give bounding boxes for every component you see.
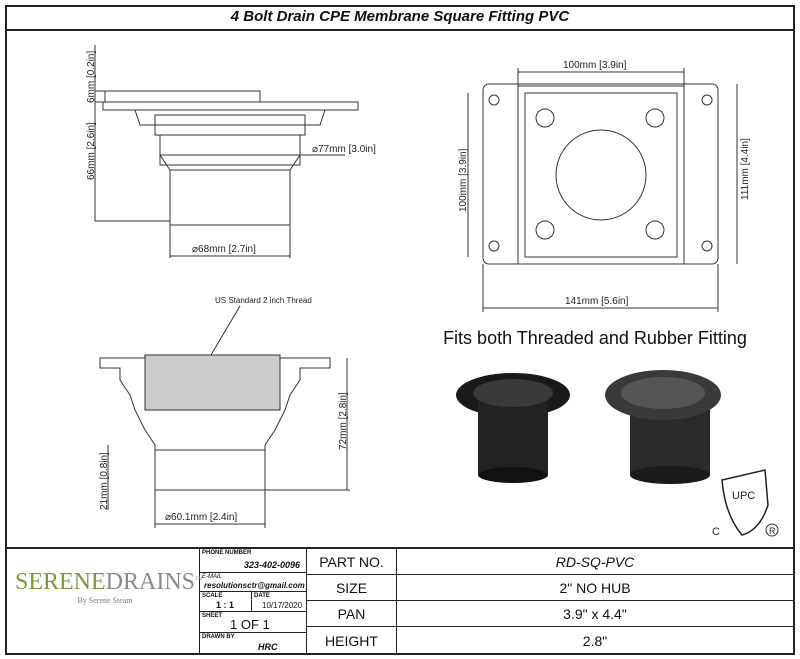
section-view: US Standard 2 inch Thread 72mm [2.8in] 2… bbox=[99, 296, 350, 528]
value-part-no: RD-SQ-PVC bbox=[397, 549, 793, 575]
dim-6mm: 6mm [0.2in] bbox=[86, 51, 97, 103]
fits-caption: Fits both Threaded and Rubber Fitting bbox=[443, 328, 747, 348]
dim-72mm: 72mm [2.8in] bbox=[338, 392, 349, 450]
dim-100mm-height: 100mm [3.9in] bbox=[458, 148, 469, 212]
rubber-fitting-image bbox=[605, 370, 721, 484]
drawing-frame bbox=[5, 5, 795, 655]
dim-21mm: 21mm [0.8in] bbox=[99, 452, 110, 510]
svg-text:UPC: UPC bbox=[732, 490, 755, 502]
plan-view: 100mm [3.9in] 100mm [3.9in] 111mm [4.4in… bbox=[458, 60, 751, 312]
side-view: 6mm [0.2in] 66mm [2.6in] ⌀77mm [3.0in] ⌀… bbox=[86, 45, 376, 258]
dim-66mm: 66mm [2.6in] bbox=[86, 122, 97, 180]
value-pan: 3.9" x 4.4" bbox=[397, 601, 793, 627]
label-size: SIZE bbox=[307, 575, 397, 601]
upc-certification-logo: UPC C R bbox=[712, 469, 779, 538]
dim-77mm: ⌀77mm [3.0in] bbox=[312, 144, 376, 155]
svg-text:C: C bbox=[712, 526, 720, 538]
title-block: SERENEDRAINSTM By Serene Steam PHONE NUM… bbox=[5, 547, 795, 655]
serene-drains-logo: SERENEDRAINSTM By Serene Steam bbox=[15, 569, 203, 605]
logo-cell: SERENEDRAINSTM By Serene Steam bbox=[5, 549, 203, 655]
label-height: HEIGHT bbox=[307, 627, 397, 655]
label-part-no: PART NO. bbox=[307, 549, 397, 575]
label-pan: PAN bbox=[307, 601, 397, 627]
dim-111mm: 111mm [4.4in] bbox=[740, 138, 751, 200]
thread-note: US Standard 2 inch Thread bbox=[215, 296, 312, 305]
dim-141mm: 141mm [5.6in] bbox=[565, 296, 629, 307]
svg-text:R: R bbox=[769, 526, 776, 536]
dim-60mm: ⌀60.1mm [2.4in] bbox=[165, 512, 237, 523]
dim-68mm: ⌀68mm [2.7in] bbox=[192, 244, 256, 255]
value-height: 2.8" bbox=[582, 633, 608, 649]
value-size: 2" NO HUB bbox=[397, 575, 793, 601]
drawing-title: 4 Bolt Drain CPE Membrane Square Fitting… bbox=[5, 5, 795, 31]
threaded-fitting-image bbox=[456, 373, 570, 483]
dim-100mm-width: 100mm [3.9in] bbox=[563, 60, 627, 71]
